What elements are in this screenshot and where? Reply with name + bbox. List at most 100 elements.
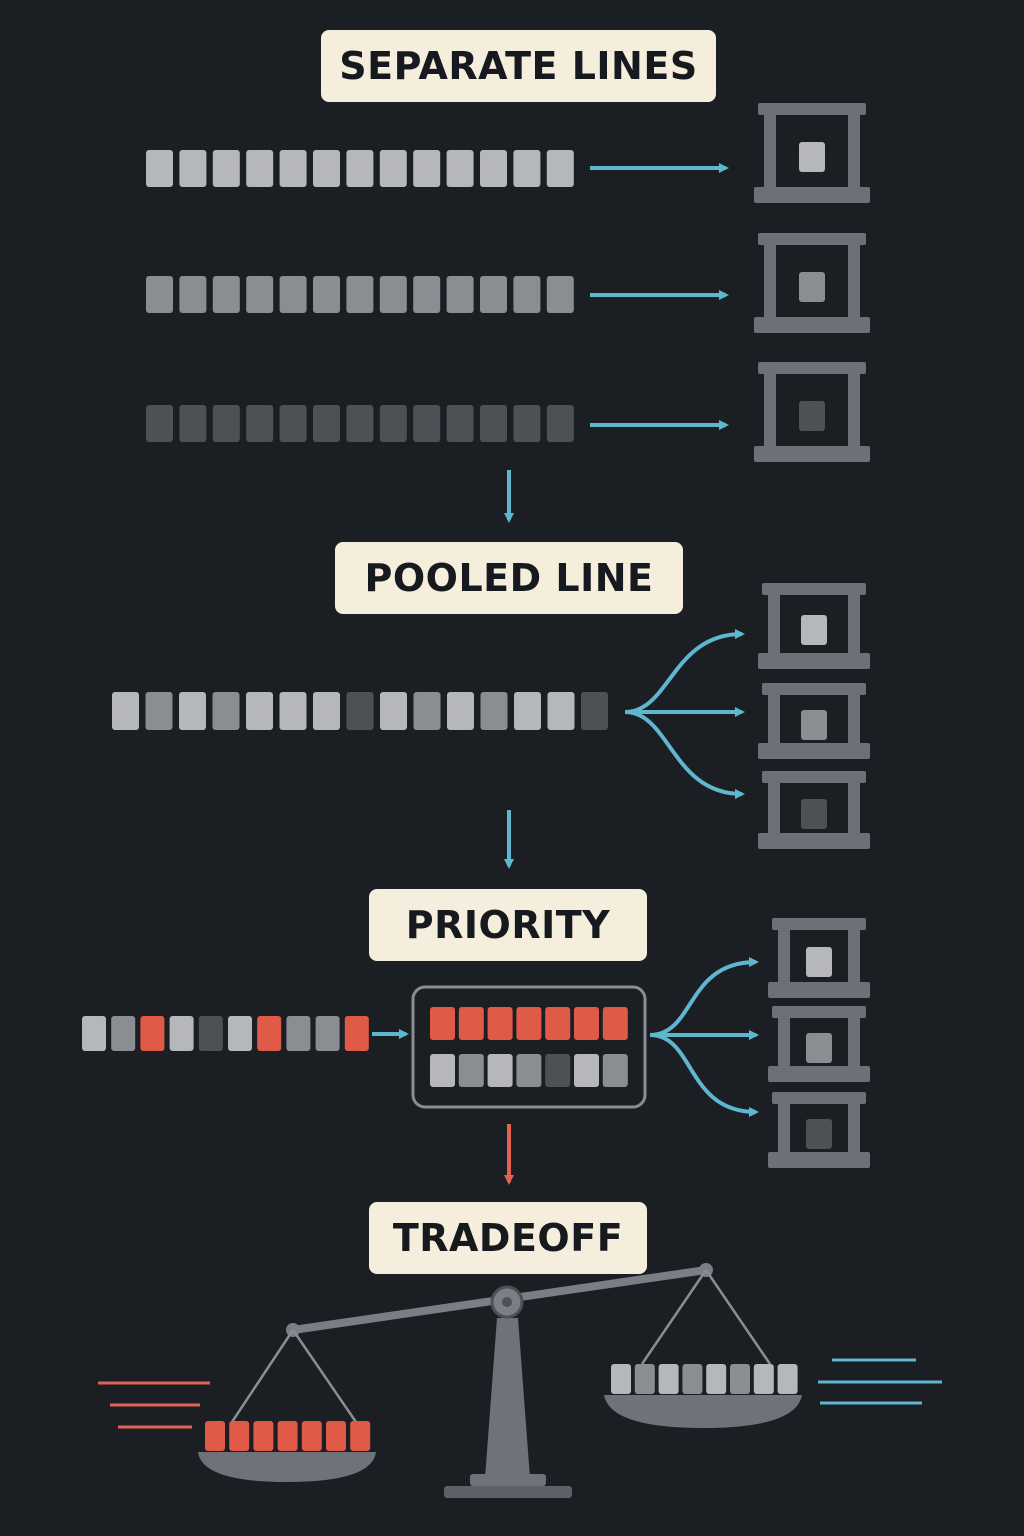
server-base (758, 743, 870, 759)
speed-lines-icon (818, 1358, 942, 1405)
queue-customer (516, 1007, 542, 1040)
server-booth-icon (768, 1006, 870, 1082)
queue-customer (611, 1364, 631, 1394)
queue-customer (315, 1016, 340, 1051)
queue-customer (413, 405, 441, 442)
scale-right-customers (611, 1364, 798, 1394)
scale-right-pan (604, 1395, 802, 1428)
queue-customer (574, 1054, 599, 1087)
queue-customer (458, 1007, 484, 1040)
server-booth-icon (754, 103, 870, 203)
server-customer (799, 401, 825, 431)
queue-customer (413, 150, 441, 187)
queue-customer (753, 1364, 774, 1394)
separate-queue-3 (146, 405, 574, 442)
queue-customer (146, 405, 173, 442)
queue-customer (547, 692, 575, 730)
priority-queue-red (430, 1007, 628, 1040)
server-post-left (778, 930, 790, 982)
queue-customer (212, 692, 240, 730)
scale-pillar (485, 1318, 530, 1478)
priority-queue-box (411, 985, 647, 1109)
balance-scale-icon (198, 1263, 802, 1498)
scale-left-string (230, 1329, 295, 1423)
queue-customer (253, 1421, 274, 1451)
server-roof (762, 771, 866, 783)
branch-arrow (624, 629, 745, 714)
queue-customer (313, 276, 340, 313)
server-base (758, 653, 870, 669)
queue-customer (146, 150, 173, 187)
scale-foot (470, 1474, 546, 1486)
server-post-right (848, 695, 860, 743)
server-post-left (768, 595, 780, 653)
queue-customer (602, 1054, 628, 1087)
scale-left-pan (198, 1452, 376, 1482)
queue-customer (480, 692, 508, 730)
separate-lines-label: SEPARATE LINES (321, 30, 716, 102)
server-post-right (848, 930, 860, 982)
queue-customer (212, 150, 240, 187)
queue-customer (447, 692, 474, 730)
queue-customer (257, 1016, 282, 1051)
server-post-right (848, 1018, 860, 1066)
queue-customer (380, 692, 407, 730)
queue-customer (682, 1364, 703, 1394)
queue-customer (246, 276, 274, 313)
incoming-mixed-queue (82, 1016, 369, 1051)
server-base (768, 1066, 870, 1082)
separate-queue-2 (146, 276, 574, 313)
queue-customer (487, 1054, 513, 1087)
queue-customer (229, 1421, 250, 1451)
queue-customer (140, 1016, 165, 1051)
branch-arrow (649, 1033, 759, 1117)
queue-customer (658, 1364, 679, 1394)
queue-customer (179, 276, 207, 313)
queue-customer (313, 405, 340, 442)
pooled-line-label: POOLED LINE (335, 542, 683, 614)
queue-customer (169, 1016, 194, 1051)
queue-customer (346, 150, 374, 187)
queue-customer (574, 1007, 599, 1040)
queue-customer (301, 1421, 322, 1451)
queue-customer (581, 692, 608, 730)
server-post-left (778, 1018, 790, 1066)
queue-customer (82, 1016, 106, 1051)
pooled-queue (112, 692, 608, 730)
server-base (768, 982, 870, 998)
queue-customer (545, 1054, 571, 1087)
queue-customer (514, 692, 541, 730)
queue-customer (546, 276, 574, 313)
queue-customer (777, 1364, 798, 1394)
queue-customer (430, 1007, 455, 1040)
queue-customer (546, 405, 574, 442)
queue-customer (430, 1054, 455, 1087)
queue-customer (446, 276, 474, 313)
queue-customer (730, 1364, 750, 1394)
server-booth-icon (768, 1092, 870, 1168)
server-base (754, 317, 870, 333)
queue-customer (198, 1016, 223, 1051)
queue-customer (546, 150, 574, 187)
queue-customer (246, 692, 273, 730)
separate-queue-1 (146, 150, 574, 187)
queue-customer (706, 1364, 727, 1394)
queue-customer (246, 150, 274, 187)
server-customer (799, 142, 825, 172)
server-post-right (848, 1104, 860, 1152)
queue-customer (379, 150, 407, 187)
queue-customer (205, 1421, 225, 1451)
queue-customer (179, 150, 207, 187)
branch-arrow (649, 957, 759, 1037)
branching-arrow-icon (624, 629, 745, 799)
server-roof (762, 683, 866, 695)
priority-label: PRIORITY (369, 889, 647, 961)
queue-customer (634, 1364, 655, 1394)
server-roof (758, 103, 866, 115)
queue-customer (111, 1016, 136, 1051)
server-booth-icon (758, 771, 870, 849)
server-base (768, 1152, 870, 1168)
server-roof (758, 233, 866, 245)
queue-customer (413, 692, 441, 730)
